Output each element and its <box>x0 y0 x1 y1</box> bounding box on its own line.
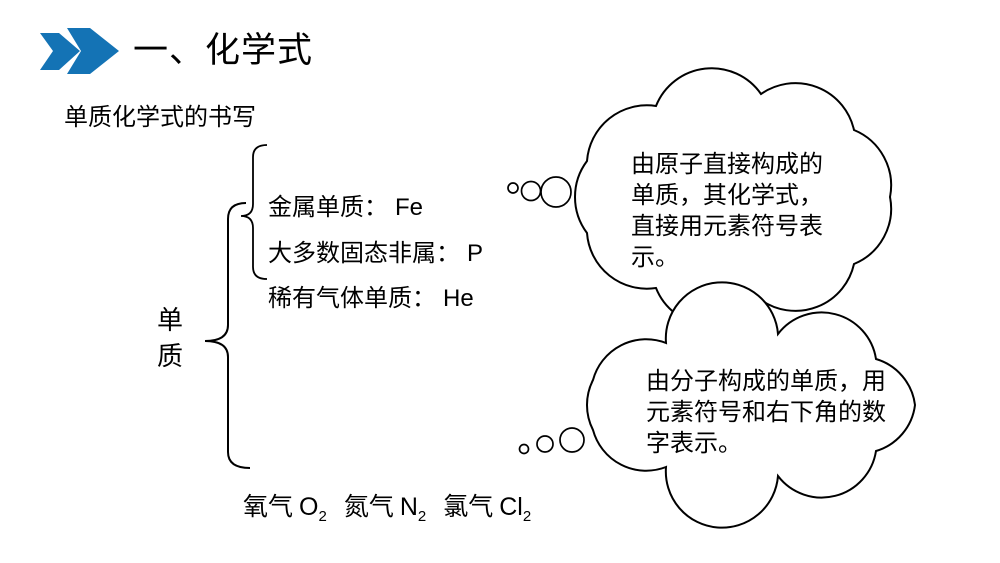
thought-trail-1 <box>507 176 572 208</box>
gas-name: 氮气 <box>343 493 394 521</box>
thought-bubble-1-text: 由原子直接构成的 单质，其化学式， 直接用元素符号表 示。 <box>631 151 823 271</box>
gas-subscript: 2 <box>318 508 327 525</box>
gas-subscript: 2 <box>522 508 532 525</box>
subtitle: 单质化学式的书写 <box>64 104 256 131</box>
thought-trail-2 <box>518 427 585 455</box>
gas-symbol: Cl <box>499 493 523 521</box>
branch-item-value: P <box>467 240 484 267</box>
gas-symbol: N <box>399 493 418 521</box>
branch-item-metal: 金属单质： Fe <box>268 160 423 224</box>
diagram-root-label: 单 质 <box>157 305 184 371</box>
branch-item-solid-nonmetal: 大多数固态非属： P <box>268 206 483 270</box>
gas-name: 氯气 <box>443 493 494 521</box>
thought-cloud-1 <box>574 67 893 327</box>
gas-subscript: 2 <box>417 508 427 525</box>
double-chevron-icon <box>40 28 119 74</box>
gas-symbol: O <box>299 493 319 521</box>
page-title: 一、化学式 <box>133 31 314 70</box>
branch-item-value: Fe <box>395 194 424 221</box>
thought-bubble-2-text: 由分子构成的单质，用 元素符号和右下角的数 字表示。 <box>646 368 886 457</box>
branch-item-label: 稀有气体单质： <box>268 285 436 312</box>
sub-brace <box>240 144 268 280</box>
branch-item-label: 大多数固态非属： <box>268 240 460 267</box>
gas-name: 氧气 <box>243 493 294 521</box>
branch-item-label: 金属单质： <box>268 194 388 221</box>
branch-item-noble-gas: 稀有气体单质： He <box>268 251 474 315</box>
thought-cloud-2 <box>586 281 917 529</box>
main-brace <box>204 202 251 469</box>
branch-item-value: He <box>443 285 474 312</box>
